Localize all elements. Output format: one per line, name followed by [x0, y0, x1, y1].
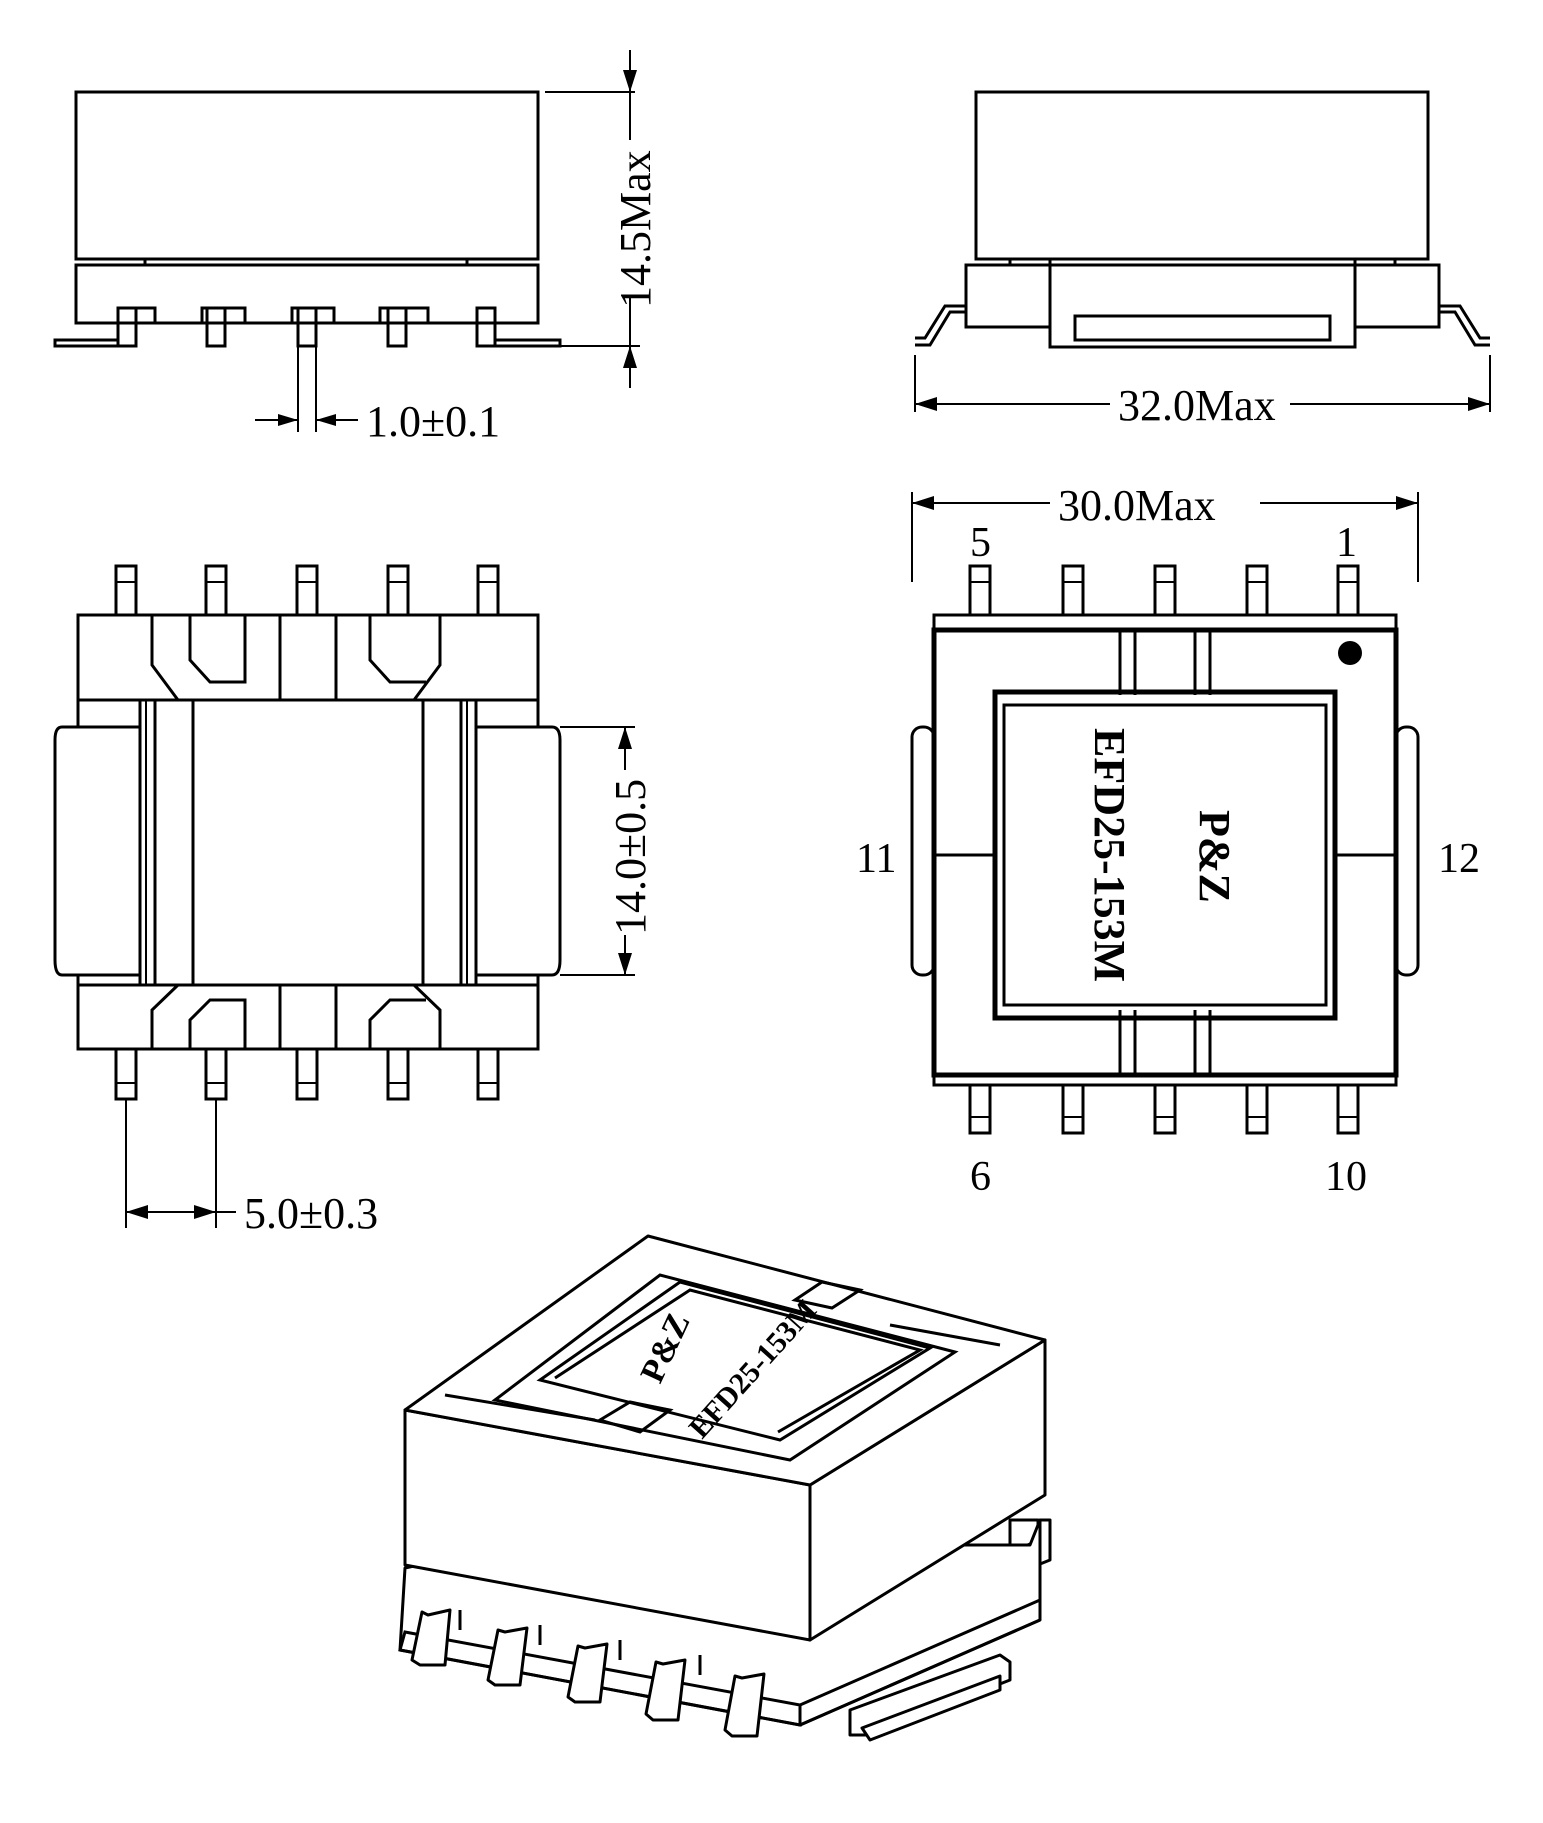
iso-core-ribs: [596, 1280, 864, 1434]
front-pin-3: [296, 306, 318, 348]
top-view-pin-t1: [114, 564, 138, 617]
marking-view-pin-10: [1336, 1083, 1360, 1135]
iso-bobbin-side-face: [799, 1598, 1041, 1727]
core-dim-lines: [560, 726, 635, 976]
side-view: 32.0Max: [914, 90, 1491, 430]
top-view-pin-b3: [295, 1047, 319, 1101]
iso-bobbin-slots: [458, 1610, 702, 1675]
side-lead-left: [915, 304, 966, 347]
iso-core-edge-lines: [444, 1323, 1001, 1422]
marking-view-pin-4: [1061, 564, 1085, 617]
pin-label-5: 5: [970, 520, 991, 566]
pitch-dim-lines: [125, 1099, 236, 1228]
front-pin-4: [386, 306, 408, 348]
marking-brand-label: P&Z: [1190, 810, 1239, 903]
marking-view-core-outline: [931, 627, 1399, 1078]
iso-core-plate-inner: [554, 1288, 924, 1434]
top-view-pin-t5: [476, 564, 500, 617]
pin-label-6: 6: [970, 1154, 991, 1200]
top-view-notches-top: [188, 615, 426, 684]
marking-view: 30.0Max P&Z EFD25-153M 5 1 11 12 6 10: [856, 481, 1480, 1200]
pitch-dim-arrows: [126, 1205, 216, 1219]
front-bobbin: [74, 263, 540, 325]
marking-view-ribs: [1118, 630, 1212, 1075]
core-dim-label: 14.0±0.5: [606, 779, 655, 935]
pin-label-10: 10: [1325, 1154, 1367, 1200]
front-pin-5: [475, 306, 497, 348]
top-view-core-center: [191, 698, 425, 987]
top-view-winding-right: [474, 725, 562, 977]
body-width-dim-label: 30.0Max: [1058, 481, 1216, 530]
front-pin-1: [116, 306, 138, 348]
marking-view-core-plate: [1002, 703, 1328, 1007]
marking-view-core-center: [992, 689, 1338, 1021]
pin-width-dim-arrows: [278, 414, 336, 426]
iso-lead-3: [566, 1642, 609, 1704]
pin-label-1: 1: [1336, 520, 1357, 566]
marking-view-pin-3: [1153, 564, 1177, 617]
marking-view-pin-6: [968, 1083, 992, 1135]
marking-view-pin-7: [1061, 1083, 1085, 1135]
side-bobbin-window: [1073, 314, 1332, 342]
side-flange-left: [964, 263, 1052, 329]
front-pin-2: [205, 306, 227, 348]
top-view-pin-b5: [476, 1047, 500, 1101]
side-flange-right: [1353, 263, 1441, 329]
width-dim-lines: [914, 355, 1491, 412]
iso-core-window: [491, 1273, 959, 1462]
top-view-pin-t4: [386, 564, 410, 617]
marking-view-winding-right: [1394, 725, 1420, 977]
pitch-dim-label: 5.0±0.3: [244, 1189, 378, 1238]
top-view-core-legs: [138, 700, 478, 985]
pin-width-dim-label: 1.0±0.1: [366, 397, 500, 446]
top-view-core-leg-inner: [145, 700, 468, 985]
side-core-gap: [1008, 259, 1397, 267]
isometric-view: P&Z EFD25-153M: [398, 1234, 1052, 1742]
marking-view-pin-9: [1245, 1083, 1269, 1135]
marking-part-label: EFD25-153M: [1085, 728, 1134, 982]
pin-label-11: 11: [856, 836, 896, 882]
top-view-bobbin-ribs: [278, 615, 338, 1049]
width-dim-label: 32.0Max: [1118, 381, 1276, 430]
side-bobbin-center: [1048, 257, 1357, 349]
top-view: 14.0±0.5 5.0±0.3: [53, 564, 655, 1238]
iso-lead-1: [410, 1608, 452, 1667]
side-core: [974, 90, 1430, 261]
top-view-winding-left: [53, 725, 142, 977]
marking-view-winding-left: [910, 725, 936, 977]
iso-lead-2: [486, 1626, 529, 1687]
top-view-pin-b1: [114, 1047, 138, 1101]
pin-label-12: 12: [1438, 836, 1480, 882]
iso-rear-lead-edge: [860, 1674, 1002, 1742]
iso-core-plate: [536, 1280, 934, 1442]
marking-view-pin-1: [1336, 564, 1360, 617]
top-view-bobbin-slants: [150, 615, 442, 1049]
height-dim-label: 14.5Max: [611, 150, 660, 308]
iso-core-top: [403, 1234, 1047, 1487]
top-view-pin-b4: [386, 1047, 410, 1101]
marking-view-pin-bands: [970, 581, 1358, 1118]
front-view: 14.5Max 1.0±0.1: [53, 50, 660, 446]
top-view-notches-bottom: [188, 998, 426, 1049]
iso-lead-4: [644, 1658, 687, 1722]
top-view-pin-t2: [204, 564, 228, 617]
iso-lead-5: [723, 1672, 766, 1738]
iso-rear-lead-plate: [848, 1653, 1012, 1737]
top-view-pin-bands: [116, 581, 498, 1084]
pin-width-dim-lines: [255, 346, 358, 432]
pin1-dot-marker: [1338, 641, 1362, 665]
marking-view-pin-8: [1153, 1083, 1177, 1135]
front-bobbin-notches: [116, 306, 430, 323]
body-width-dim-lines: [911, 492, 1419, 582]
marking-view-pin-5: [968, 564, 992, 617]
top-view-pin-b2: [204, 1047, 228, 1101]
top-view-pin-t3: [295, 564, 319, 617]
marking-view-pin-2: [1245, 564, 1269, 617]
front-core: [74, 90, 540, 261]
side-lead-right: [1439, 304, 1490, 347]
